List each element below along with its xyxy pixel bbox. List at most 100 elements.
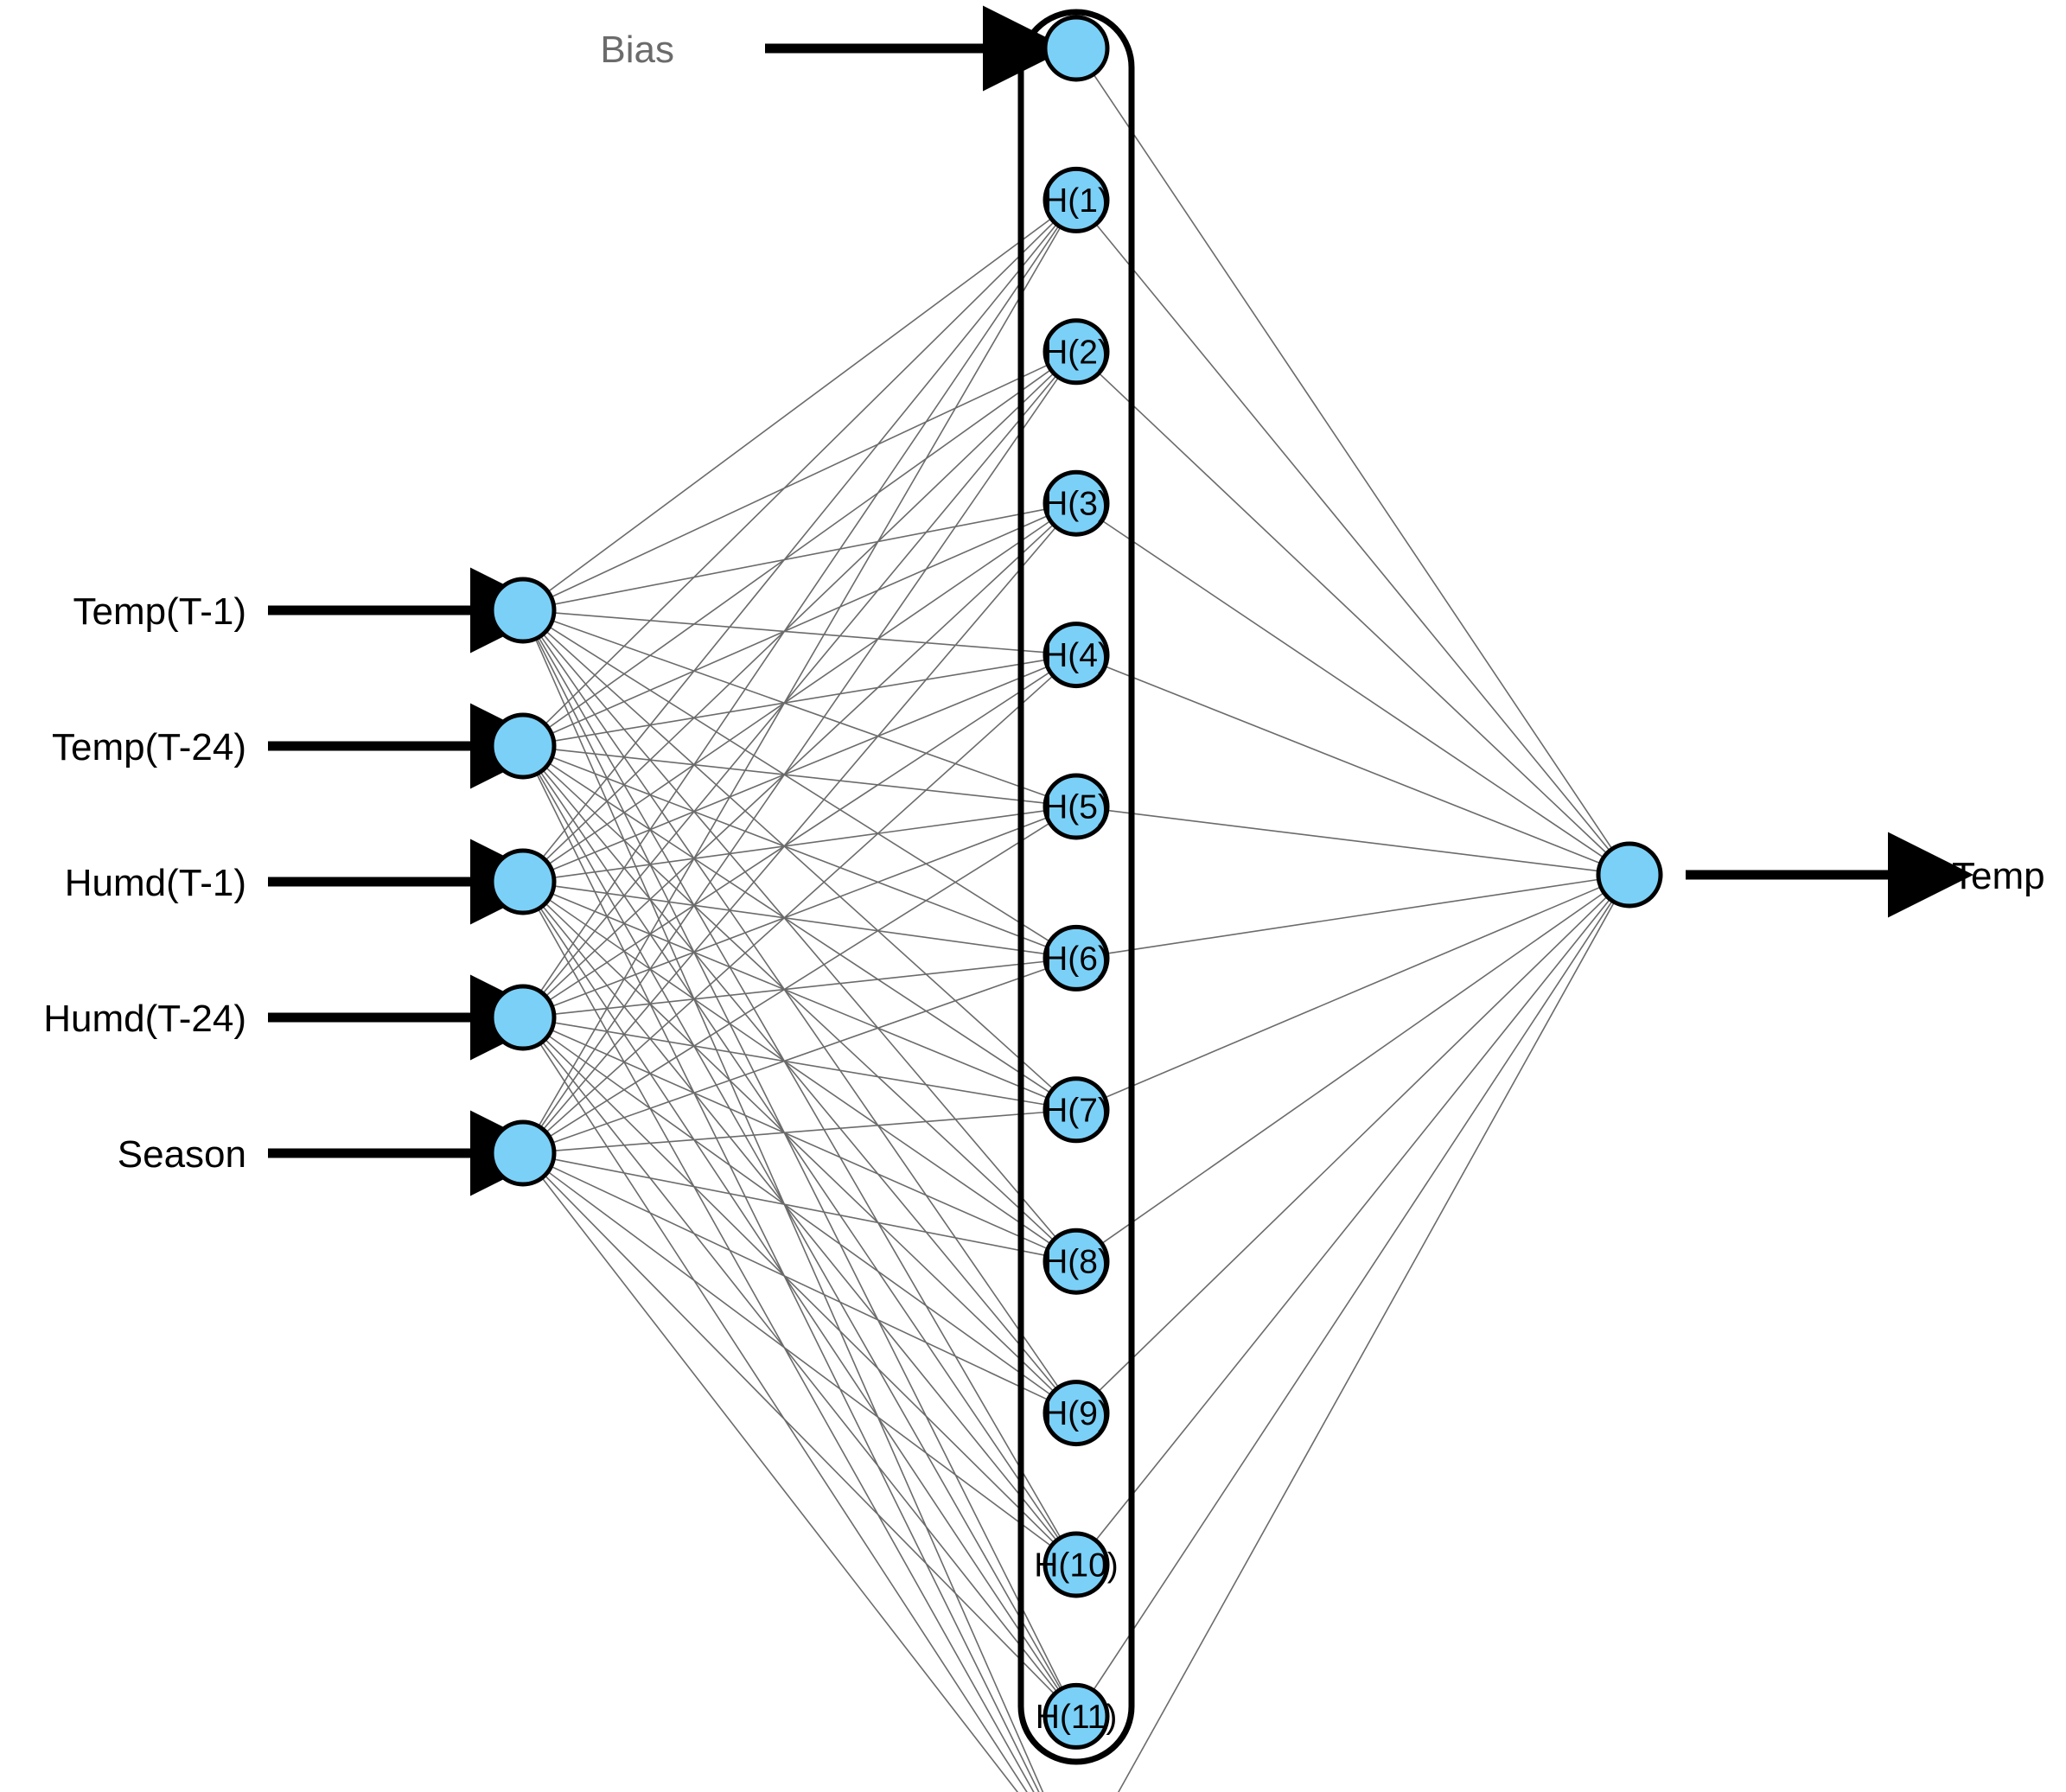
connection-line (536, 637, 1063, 1689)
connection-line (1106, 809, 1599, 872)
input-label-4: Humd(T-24) (43, 998, 246, 1040)
input-labels-group: Temp(T-1)Temp(T-24)Humd(T-1)Humd(T-24)Se… (43, 590, 246, 1176)
hidden-node-7[interactable] (1043, 1076, 1110, 1144)
hidden-node-3[interactable] (1043, 469, 1110, 537)
connection-line (547, 1035, 1052, 1396)
connection-line (549, 822, 1050, 1138)
hidden-nodes-group: H(1) H(2) H(3) H(4) H(5) H(6) H(7) H(8) H(9) H(10… (1034, 15, 1119, 1750)
hidden-node-11[interactable] (1043, 1682, 1110, 1750)
hidden-node-8-label: H(8) (1043, 1244, 1109, 1281)
connection-line (1117, 902, 1616, 1792)
connections-hidden-to-output (1093, 73, 1616, 1792)
connection-line (539, 1043, 1028, 1792)
connection-line (545, 524, 1055, 998)
connection-line (553, 612, 1046, 654)
connection-line (542, 374, 1057, 994)
connection-line (553, 508, 1046, 605)
connection-line (544, 1175, 1055, 1695)
input-node-2[interactable] (489, 712, 557, 780)
connection-line (538, 226, 1062, 1127)
hidden-node-8[interactable] (1043, 1228, 1110, 1295)
connection-line (542, 769, 1057, 1390)
connection-line (548, 671, 1051, 1001)
input-node-5[interactable] (489, 1119, 557, 1187)
connection-line (539, 907, 1060, 1691)
connection-line (1098, 372, 1608, 854)
hidden-node-3-label: H(3) (1043, 486, 1109, 523)
hidden-node-6-label: H(6) (1043, 941, 1109, 978)
connection-line (1093, 73, 1613, 850)
connection-line (547, 1170, 1052, 1547)
connection-line (1104, 886, 1602, 1099)
hidden-layer-container (1017, 9, 1135, 1765)
connection-line (549, 626, 1050, 942)
output-nodes-group (1596, 841, 1663, 909)
connection-line (545, 221, 1055, 725)
connection-line (545, 766, 1055, 1241)
connection-line (553, 659, 1046, 742)
connection-line (1105, 666, 1601, 864)
input-arrows-group (268, 567, 556, 1196)
input-label-5: Season (118, 1133, 246, 1176)
hidden-node-4-label: H(4) (1043, 637, 1109, 674)
connection-line (1106, 878, 1599, 954)
hidden-node-1-label: H(1) (1043, 182, 1109, 220)
connection-line (545, 630, 1054, 1090)
connection-line (539, 635, 1060, 1388)
connection-line (541, 1041, 1058, 1693)
connection-line (553, 885, 1046, 955)
connection-line (553, 960, 1046, 1015)
output-node-1[interactable] (1596, 841, 1663, 909)
connection-line (542, 905, 1057, 1541)
output-label: Temp (1952, 855, 2045, 897)
hidden-node-10[interactable] (1043, 1531, 1110, 1598)
connection-line (553, 749, 1046, 804)
hidden-node-1[interactable] (1043, 166, 1110, 233)
hidden-node-7-label: H(7) (1043, 1092, 1109, 1129)
connection-line (542, 633, 1057, 1239)
connection-line (545, 373, 1055, 861)
connection-line (548, 898, 1051, 1245)
hidden-node-5[interactable] (1043, 773, 1110, 840)
hidden-node-9-label: H(9) (1043, 1395, 1109, 1432)
connection-line (1094, 898, 1611, 1541)
hidden-node-9[interactable] (1043, 1380, 1110, 1447)
connection-line (538, 772, 1062, 1690)
connection-line (553, 1111, 1046, 1151)
connection-line (552, 666, 1048, 871)
bias-label: Bias (600, 29, 674, 71)
hidden-node-10-label: H(10) (1034, 1547, 1119, 1585)
connection-line (552, 967, 1048, 1144)
connection-line (1101, 520, 1604, 858)
connection-line (553, 1158, 1046, 1257)
connection-line (552, 817, 1048, 1007)
hidden-node-4[interactable] (1043, 622, 1110, 689)
connections-input-to-hidden (534, 218, 1063, 1792)
input-node-3[interactable] (489, 848, 557, 915)
connection-line (552, 620, 1048, 797)
hidden-node-5-label: H(5) (1043, 789, 1109, 826)
connection-line (552, 756, 1048, 948)
connection-line (553, 810, 1046, 878)
input-nodes-group (489, 577, 557, 1187)
hidden-node-2-label: H(2) (1043, 334, 1109, 371)
connection-line (1093, 900, 1613, 1691)
connection-line (1095, 223, 1610, 851)
connection-line (547, 369, 1052, 729)
connection-line (542, 526, 1057, 1131)
connection-line (553, 1022, 1046, 1106)
connection-line (539, 771, 1060, 1540)
connection-line (1101, 891, 1604, 1245)
connection-line (539, 376, 1060, 1128)
bias-node[interactable] (1043, 15, 1110, 82)
input-node-1[interactable] (489, 577, 557, 644)
connection-line (551, 892, 1049, 1099)
hidden-node-2[interactable] (1043, 318, 1110, 386)
connection-line (547, 218, 1052, 593)
connection-line (548, 762, 1051, 1094)
input-node-4[interactable] (489, 984, 557, 1051)
hidden-node-6[interactable] (1043, 924, 1110, 992)
connection-line (542, 223, 1057, 858)
